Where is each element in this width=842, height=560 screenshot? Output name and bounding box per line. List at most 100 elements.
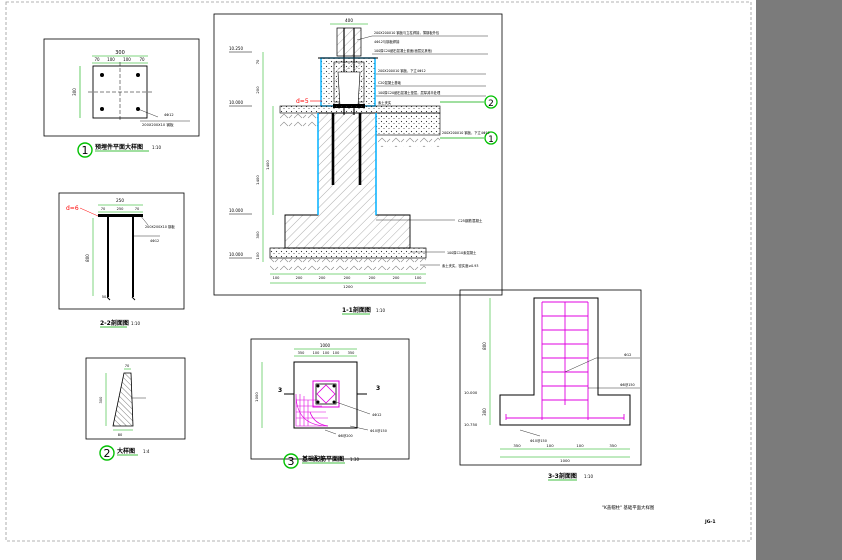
section11-level: 10.000 bbox=[229, 208, 243, 213]
detail1-frame bbox=[43, 38, 200, 137]
section11-dim-bottom: 100 bbox=[273, 276, 281, 280]
section11-dim-top: 400 bbox=[345, 18, 353, 23]
detail-section-3-3: 800 300 10.000 10.750 Φ12 Φ8@150 Φ10@150… bbox=[459, 289, 642, 481]
section22-plate bbox=[98, 214, 143, 217]
section33-note: Φ12 bbox=[624, 353, 631, 357]
section11-note: 200X200X10 钢板与立柱焊接，薄钢板外包 bbox=[374, 30, 440, 35]
detail3-dim-part: 100 bbox=[313, 351, 320, 355]
section22-frame bbox=[58, 192, 185, 310]
detail3-section-mark-right: 3 bbox=[376, 385, 380, 392]
section11-note: 100厚C10素混凝土 bbox=[447, 250, 477, 255]
section33-level: 10.000 bbox=[464, 390, 478, 395]
section11-level: 10.000 bbox=[229, 252, 243, 257]
drawing-canvas: 300 70 100 100 70 300 4Φ12 200X200X10 钢板… bbox=[5, 1, 752, 542]
section33-note: Φ10@150 bbox=[530, 439, 547, 443]
section33-dim-bottom: 100 bbox=[576, 443, 584, 448]
section22-dim-top: 250 bbox=[116, 198, 124, 203]
detail2-dim-side: 300 bbox=[99, 396, 103, 404]
section33-dim-bottom: 100 bbox=[546, 443, 554, 448]
section11-note: C25钢筋混凝土 bbox=[458, 218, 483, 223]
section11-callout-2 bbox=[484, 95, 498, 109]
section33-outline bbox=[499, 297, 631, 426]
detail3-caption: 基础配筋平面图 bbox=[301, 455, 344, 463]
section11-blinding bbox=[269, 247, 427, 259]
detail1-note-plate: 200X200X10 钢板 bbox=[142, 122, 174, 127]
section33-dim-bottom-total: 1000 bbox=[560, 458, 570, 463]
detail2-dim-top: 70 bbox=[125, 364, 130, 368]
section22-red-label: d=6 bbox=[66, 205, 79, 212]
section33-dim-left: 300 bbox=[482, 408, 487, 416]
section11-dim-bottom: 200 bbox=[369, 276, 377, 280]
detail3-frame bbox=[250, 338, 410, 460]
section11-note-plate: 200X200X10 钢板，下立4Φ12 bbox=[442, 130, 490, 135]
detail-section-2-2: d=6 250 70 250 70 800 50 200X200X10 钢板 4 bbox=[58, 192, 185, 328]
section11-scale: 1:10 bbox=[376, 308, 385, 313]
detail3-note: 4Φ12 bbox=[372, 413, 381, 417]
detail2-callout-number: 2 bbox=[104, 447, 111, 460]
section33-rebar-cage bbox=[505, 301, 625, 420]
vertical-scrollbar[interactable] bbox=[756, 0, 842, 560]
section11-column bbox=[336, 27, 362, 57]
section11-frame bbox=[213, 13, 503, 296]
section11-note: C20混凝土基础 bbox=[378, 80, 402, 85]
detail3-section-mark-left: 3 bbox=[278, 387, 282, 394]
detail-foundation-rebar-plan: 1000 350 100 100 100 350 1000 bbox=[250, 338, 410, 469]
section22-scale: 1:10 bbox=[131, 321, 140, 326]
section11-dim-bottom: 200 bbox=[319, 276, 327, 280]
sheet-number: JG-1 bbox=[704, 519, 716, 525]
detail1-dim-part: 70 bbox=[139, 57, 145, 62]
section11-surface-layer bbox=[279, 105, 441, 114]
section33-level: 10.750 bbox=[464, 422, 478, 427]
detail2-wedge bbox=[112, 372, 134, 427]
detail3-base-square bbox=[293, 361, 358, 429]
section33-note: Φ8@150 bbox=[620, 383, 635, 387]
section11-note: 素土夹实 bbox=[378, 100, 392, 105]
section33-scale: 1:10 bbox=[584, 474, 593, 479]
detail1-dim-part: 100 bbox=[123, 57, 131, 62]
detail1-callout-number: 1 bbox=[82, 144, 89, 157]
detail1-dim-part: 70 bbox=[94, 57, 100, 62]
section11-dim-bottom: 100 bbox=[415, 276, 423, 280]
detail1-dim-top-total: 300 bbox=[115, 50, 125, 56]
detail-section-1-1: 400 1 bbox=[213, 13, 503, 315]
section11-dim-inner: 1400 bbox=[265, 160, 270, 170]
detail3-dim-part: 100 bbox=[333, 351, 340, 355]
section11-dim-left: 200 bbox=[255, 86, 260, 94]
detail2-frame bbox=[85, 357, 186, 440]
detail2-callout-circle bbox=[99, 445, 115, 461]
detail1-dim-side: 300 bbox=[72, 88, 77, 96]
section22-dim-part: 70 bbox=[135, 207, 140, 211]
section22-dim-side: 800 bbox=[85, 254, 90, 262]
section22-dim-part: 70 bbox=[101, 207, 106, 211]
section11-note: 200X200X10 钢板，下立4Φ12 bbox=[378, 68, 426, 73]
detail3-pedestal bbox=[312, 380, 340, 408]
detail3-dim-part: 350 bbox=[348, 351, 355, 355]
detail3-callout-circle bbox=[283, 453, 299, 469]
drawing-sheet bbox=[0, 0, 756, 560]
section11-note: 素土夹实，密实度≥0.93 bbox=[442, 263, 478, 268]
detail3-dim-part: 100 bbox=[323, 351, 330, 355]
detail3-dim-top: 1000 bbox=[320, 343, 331, 348]
detail-embedded-plate-plan: 300 70 100 100 70 300 4Φ12 200X200X10 钢板… bbox=[43, 38, 200, 158]
section11-note: 4Φ12与钢板焊接 bbox=[374, 39, 400, 44]
section11-note: 100厚C20细石混凝土垫层，层厚减半处理 bbox=[378, 90, 441, 95]
section11-dim-bottom-total: 1200 bbox=[343, 284, 353, 289]
section11-red-label: d=5 bbox=[296, 98, 309, 105]
detail3-dim-part: 350 bbox=[298, 351, 305, 355]
detail1-dim-part: 100 bbox=[107, 57, 115, 62]
detail3-dim-side: 1000 bbox=[254, 392, 259, 402]
section11-dim-bottom: 200 bbox=[393, 276, 401, 280]
section11-callout-1-number: 1 bbox=[488, 135, 494, 145]
section22-dim-part: 250 bbox=[117, 207, 125, 211]
section22-note-plate: 200X200X10 钢板 bbox=[145, 224, 175, 229]
detail2-scale: 1:4 bbox=[143, 449, 150, 454]
section11-dim-bottom: 200 bbox=[344, 276, 352, 280]
detail3-note: Φ8@200 bbox=[338, 434, 353, 438]
section11-dim-bottom: 200 bbox=[296, 276, 304, 280]
section22-note-rebar: 4Φ12 bbox=[150, 239, 159, 243]
detail2-dim-bottom: 80 bbox=[118, 433, 123, 437]
section22-dim-bottom: 50 bbox=[102, 295, 107, 299]
section33-dim-bottom: 350 bbox=[513, 443, 521, 448]
section22-caption: 2-2剖面图 bbox=[100, 319, 129, 327]
